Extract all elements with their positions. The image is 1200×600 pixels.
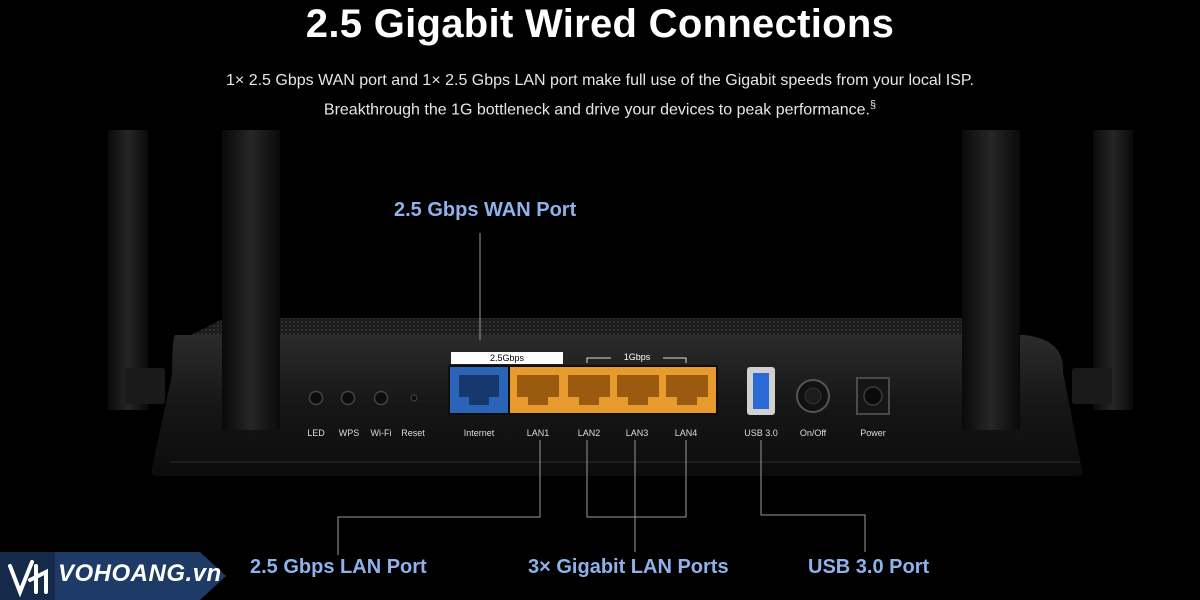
label-lan3: LAN3 <box>625 428 649 438</box>
usb-callout-line <box>760 440 866 552</box>
led-button <box>308 390 324 406</box>
label-1gbps-group: 1Gbps <box>623 352 651 362</box>
label-power: Power <box>860 428 886 438</box>
label-reset: Reset <box>401 428 425 438</box>
antenna-front-left <box>222 130 280 430</box>
antenna-back-right <box>1093 130 1133 410</box>
gigabit-callout-line <box>586 440 687 552</box>
antenna-front-right <box>962 130 1020 430</box>
watermark-text: VOHOANG.vn <box>58 560 222 587</box>
label-wps: WPS <box>338 428 360 438</box>
callout-usb-port: USB 3.0 Port <box>808 556 930 578</box>
callout-lan-port: 2.5 Gbps LAN Port <box>250 556 427 578</box>
label-wifi: Wi-Fi <box>370 428 392 438</box>
vohoang-logo-icon <box>8 560 48 598</box>
label-internet: Internet <box>463 428 495 438</box>
description-line-2: Breakthrough the 1G bottleneck and drive… <box>0 99 1200 119</box>
lan-callout-line <box>337 440 541 555</box>
description-line-1: 1× 2.5 Gbps WAN port and 1× 2.5 Gbps LAN… <box>226 72 974 89</box>
page-headline: 2.5 Gigabit Wired Connections <box>305 2 895 46</box>
callout-gigabit-lan-ports: 3× Gigabit LAN Ports <box>528 556 729 578</box>
label-usb: USB 3.0 <box>744 428 778 438</box>
wifi-button <box>373 390 389 406</box>
footnote-mark: § <box>869 99 877 111</box>
label-led: LED <box>307 428 325 438</box>
label-lan4: LAN4 <box>674 428 698 438</box>
wps-button <box>340 390 356 406</box>
label-2-5gbps-group: 2.5Gbps <box>489 353 525 363</box>
router-top <box>185 318 1018 338</box>
description-line-2-text: Breakthrough the 1G bottleneck and drive… <box>323 101 870 119</box>
label-lan1: LAN1 <box>526 428 550 438</box>
label-on-off: On/Off <box>799 428 827 438</box>
logo-banner <box>0 552 226 600</box>
callout-wan-port: 2.5 Gbps WAN Port <box>394 199 577 221</box>
antenna-back-left <box>108 130 148 410</box>
label-lan2: LAN2 <box>577 428 601 438</box>
reset-button <box>410 394 418 402</box>
